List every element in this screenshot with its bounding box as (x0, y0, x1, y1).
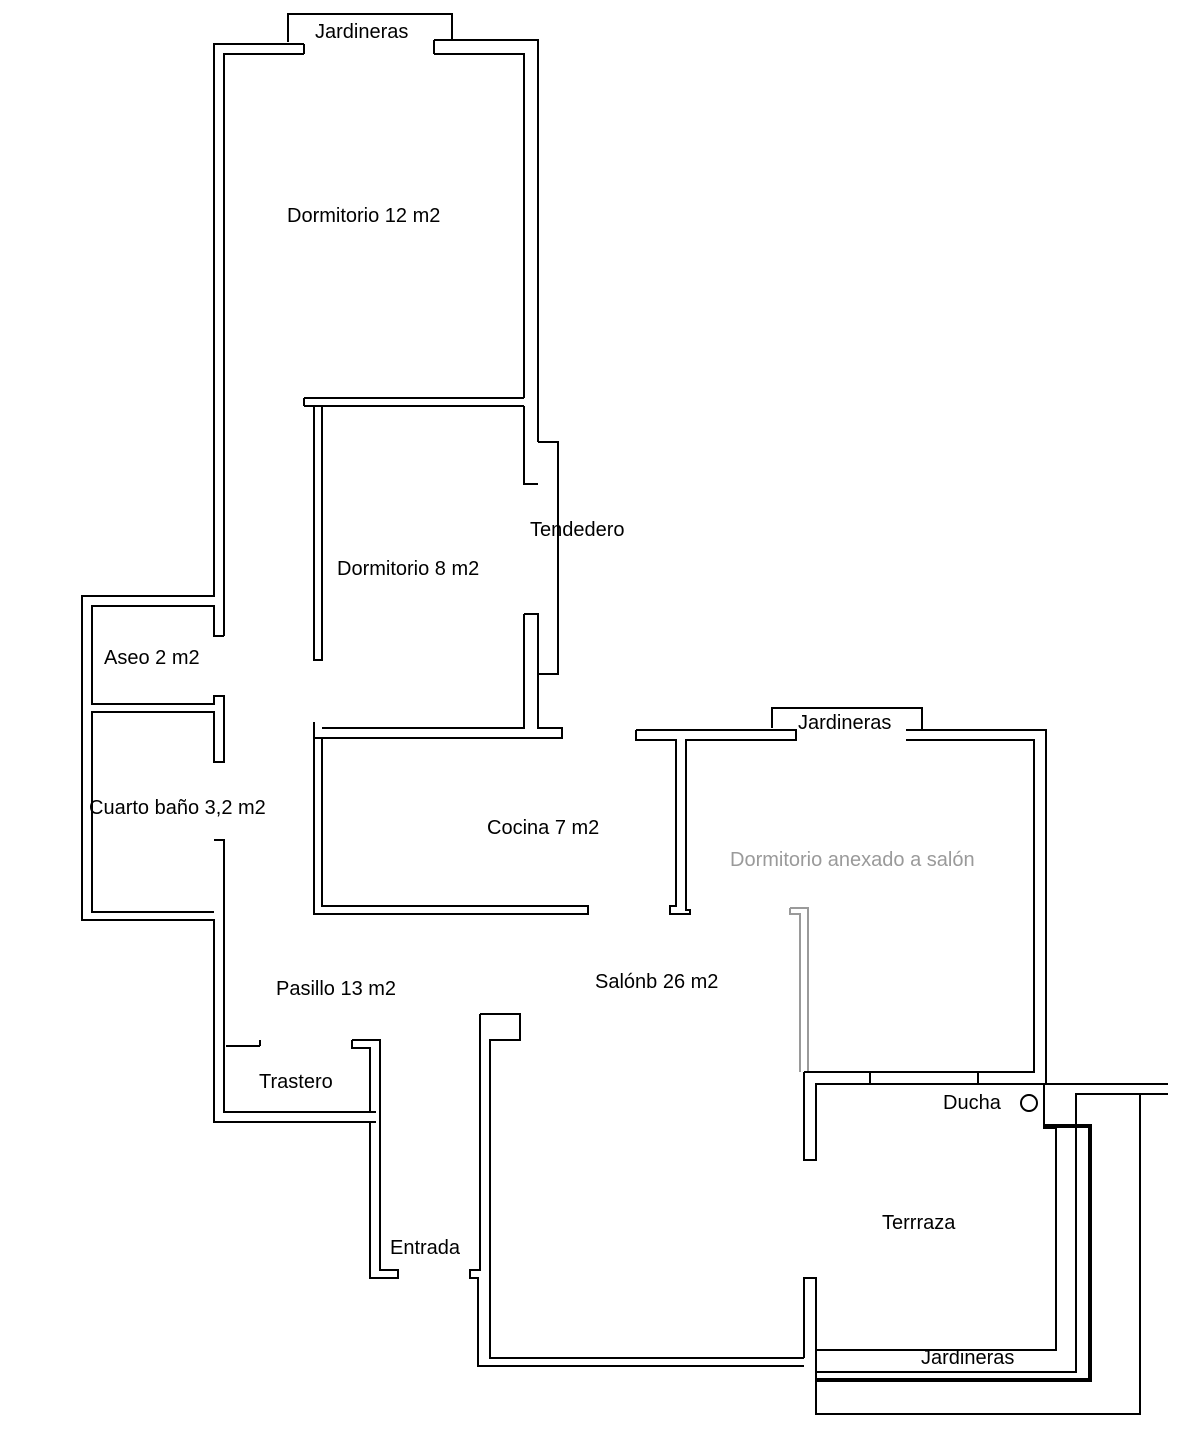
annex-bedroom-walls (789, 729, 1168, 1085)
shower-icon (1020, 1094, 1038, 1112)
label-dormitorio-anexado: Dormitorio anexado a salón (730, 849, 975, 871)
label-cocina: Cocina 7 m2 (487, 817, 599, 839)
label-terraza: Terrraza (882, 1212, 956, 1234)
tendedero-walls (313, 441, 563, 739)
label-entrada: Entrada (390, 1237, 461, 1259)
label-jardineras-bottom: Jardineras (921, 1347, 1014, 1369)
label-jardineras-right: Jardineras (798, 712, 891, 734)
label-salon: Salónb 26 m2 (595, 971, 718, 993)
label-cuarto-bano: Cuarto baño 3,2 m2 (89, 797, 266, 819)
label-tendedero: Tendedero (530, 519, 625, 541)
right-planter (771, 707, 923, 730)
bedroom-12-walls (81, 39, 539, 1123)
top-planter (287, 13, 453, 42)
label-aseo: Aseo 2 m2 (104, 647, 200, 669)
bathroom-walls (91, 605, 376, 1113)
label-jardineras-top: Jardineras (315, 21, 408, 43)
hall-walls (226, 1013, 804, 1367)
t-wall (635, 729, 797, 915)
label-trastero: Trastero (259, 1071, 333, 1093)
bedroom-8-walls (303, 397, 538, 661)
label-dormitorio-8: Dormitorio 8 m2 (337, 558, 479, 580)
label-pasillo: Pasillo 13 m2 (276, 978, 396, 1000)
label-dormitorio-12: Dormitorio 12 m2 (287, 205, 440, 227)
label-ducha: Ducha (943, 1092, 1002, 1114)
kitchen-walls (313, 722, 589, 915)
terrace-walls (803, 1071, 1168, 1415)
